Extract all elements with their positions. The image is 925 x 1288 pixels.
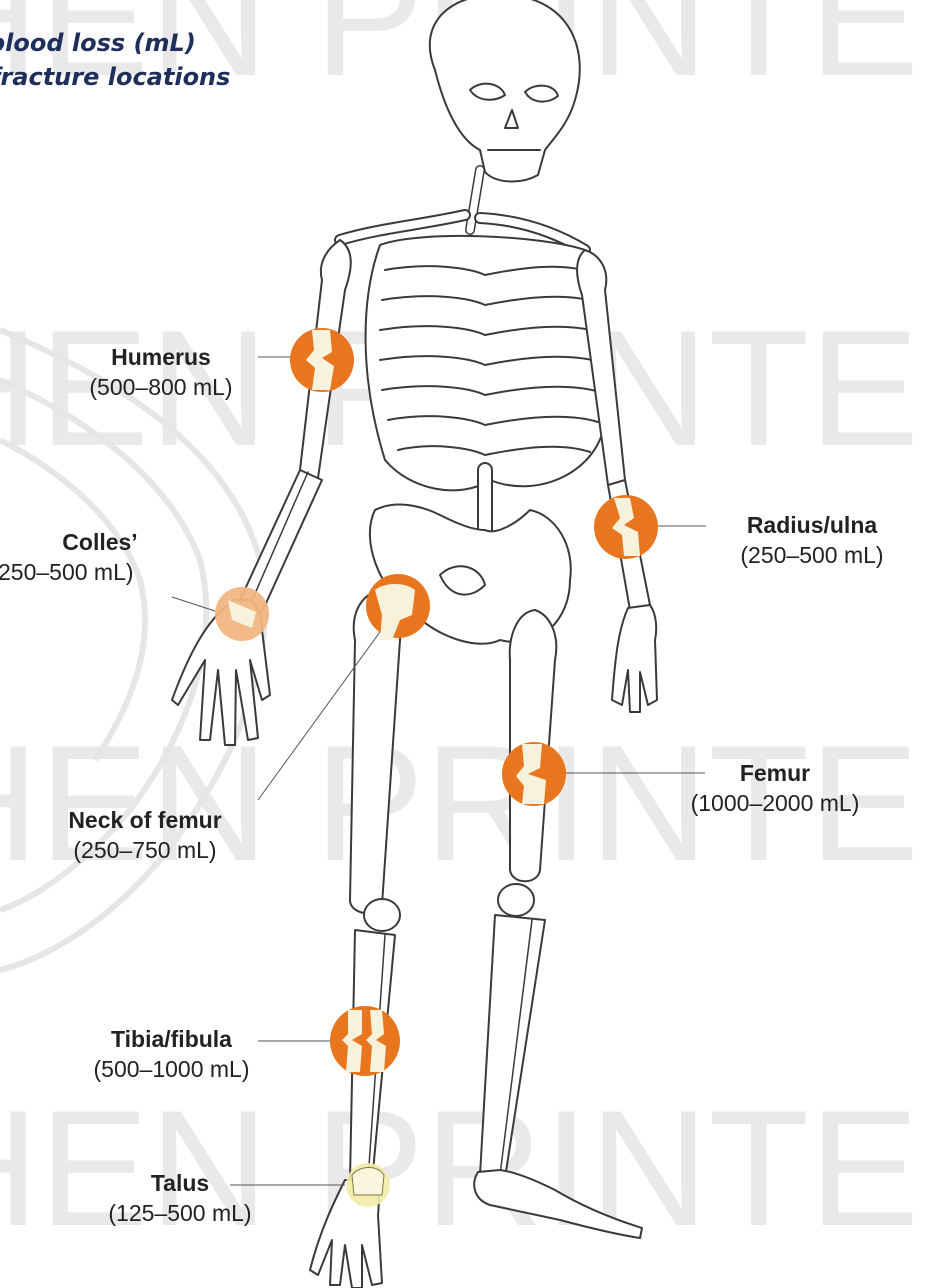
label-colles-name: Colles’: [38, 527, 162, 557]
right-foot: [474, 1170, 642, 1238]
label-femur-range: (1000–2000 mL): [660, 788, 890, 818]
fracture-radius-ulna: [594, 495, 658, 559]
right-tibia: [480, 915, 545, 1178]
label-talus-range: (125–500 mL): [80, 1198, 280, 1228]
label-neck-of-femur-name: Neck of femur: [40, 805, 250, 835]
fracture-tibia-fibula: [330, 1006, 400, 1076]
label-radius-ulna: Radius/ulna (250–500 mL): [712, 510, 912, 570]
label-neck-of-femur: Neck of femur (250–750 mL): [40, 805, 250, 865]
label-radius-ulna-range: (250–500 mL): [712, 540, 912, 570]
fracture-colles: [215, 587, 269, 641]
fracture-talus: [346, 1163, 390, 1207]
label-femur: Femur (1000–2000 mL): [660, 758, 890, 818]
fracture-femur: [502, 742, 566, 806]
label-colles: Colles’ 250–500 mL): [0, 527, 162, 587]
label-neck-of-femur-range: (250–750 mL): [40, 835, 250, 865]
label-talus: Talus (125–500 mL): [80, 1168, 280, 1228]
label-humerus: Humerus (500–800 mL): [66, 342, 256, 402]
label-humerus-name: Humerus: [66, 342, 256, 372]
label-femur-name: Femur: [660, 758, 890, 788]
label-tibia-fibula-range: (500–1000 mL): [64, 1054, 279, 1084]
fracture-humerus: [290, 328, 354, 392]
right-patella: [498, 884, 534, 916]
label-talus-name: Talus: [80, 1168, 280, 1198]
label-colles-range: 250–500 mL): [0, 557, 162, 587]
label-radius-ulna-name: Radius/ulna: [712, 510, 912, 540]
right-hand: [612, 605, 657, 712]
left-patella: [364, 899, 400, 931]
label-humerus-range: (500–800 mL): [66, 372, 256, 402]
skull: [430, 0, 580, 181]
leader-colles: [172, 597, 218, 612]
label-tibia-fibula: Tibia/fibula (500–1000 mL): [64, 1024, 279, 1084]
label-tibia-fibula-name: Tibia/fibula: [64, 1024, 279, 1054]
